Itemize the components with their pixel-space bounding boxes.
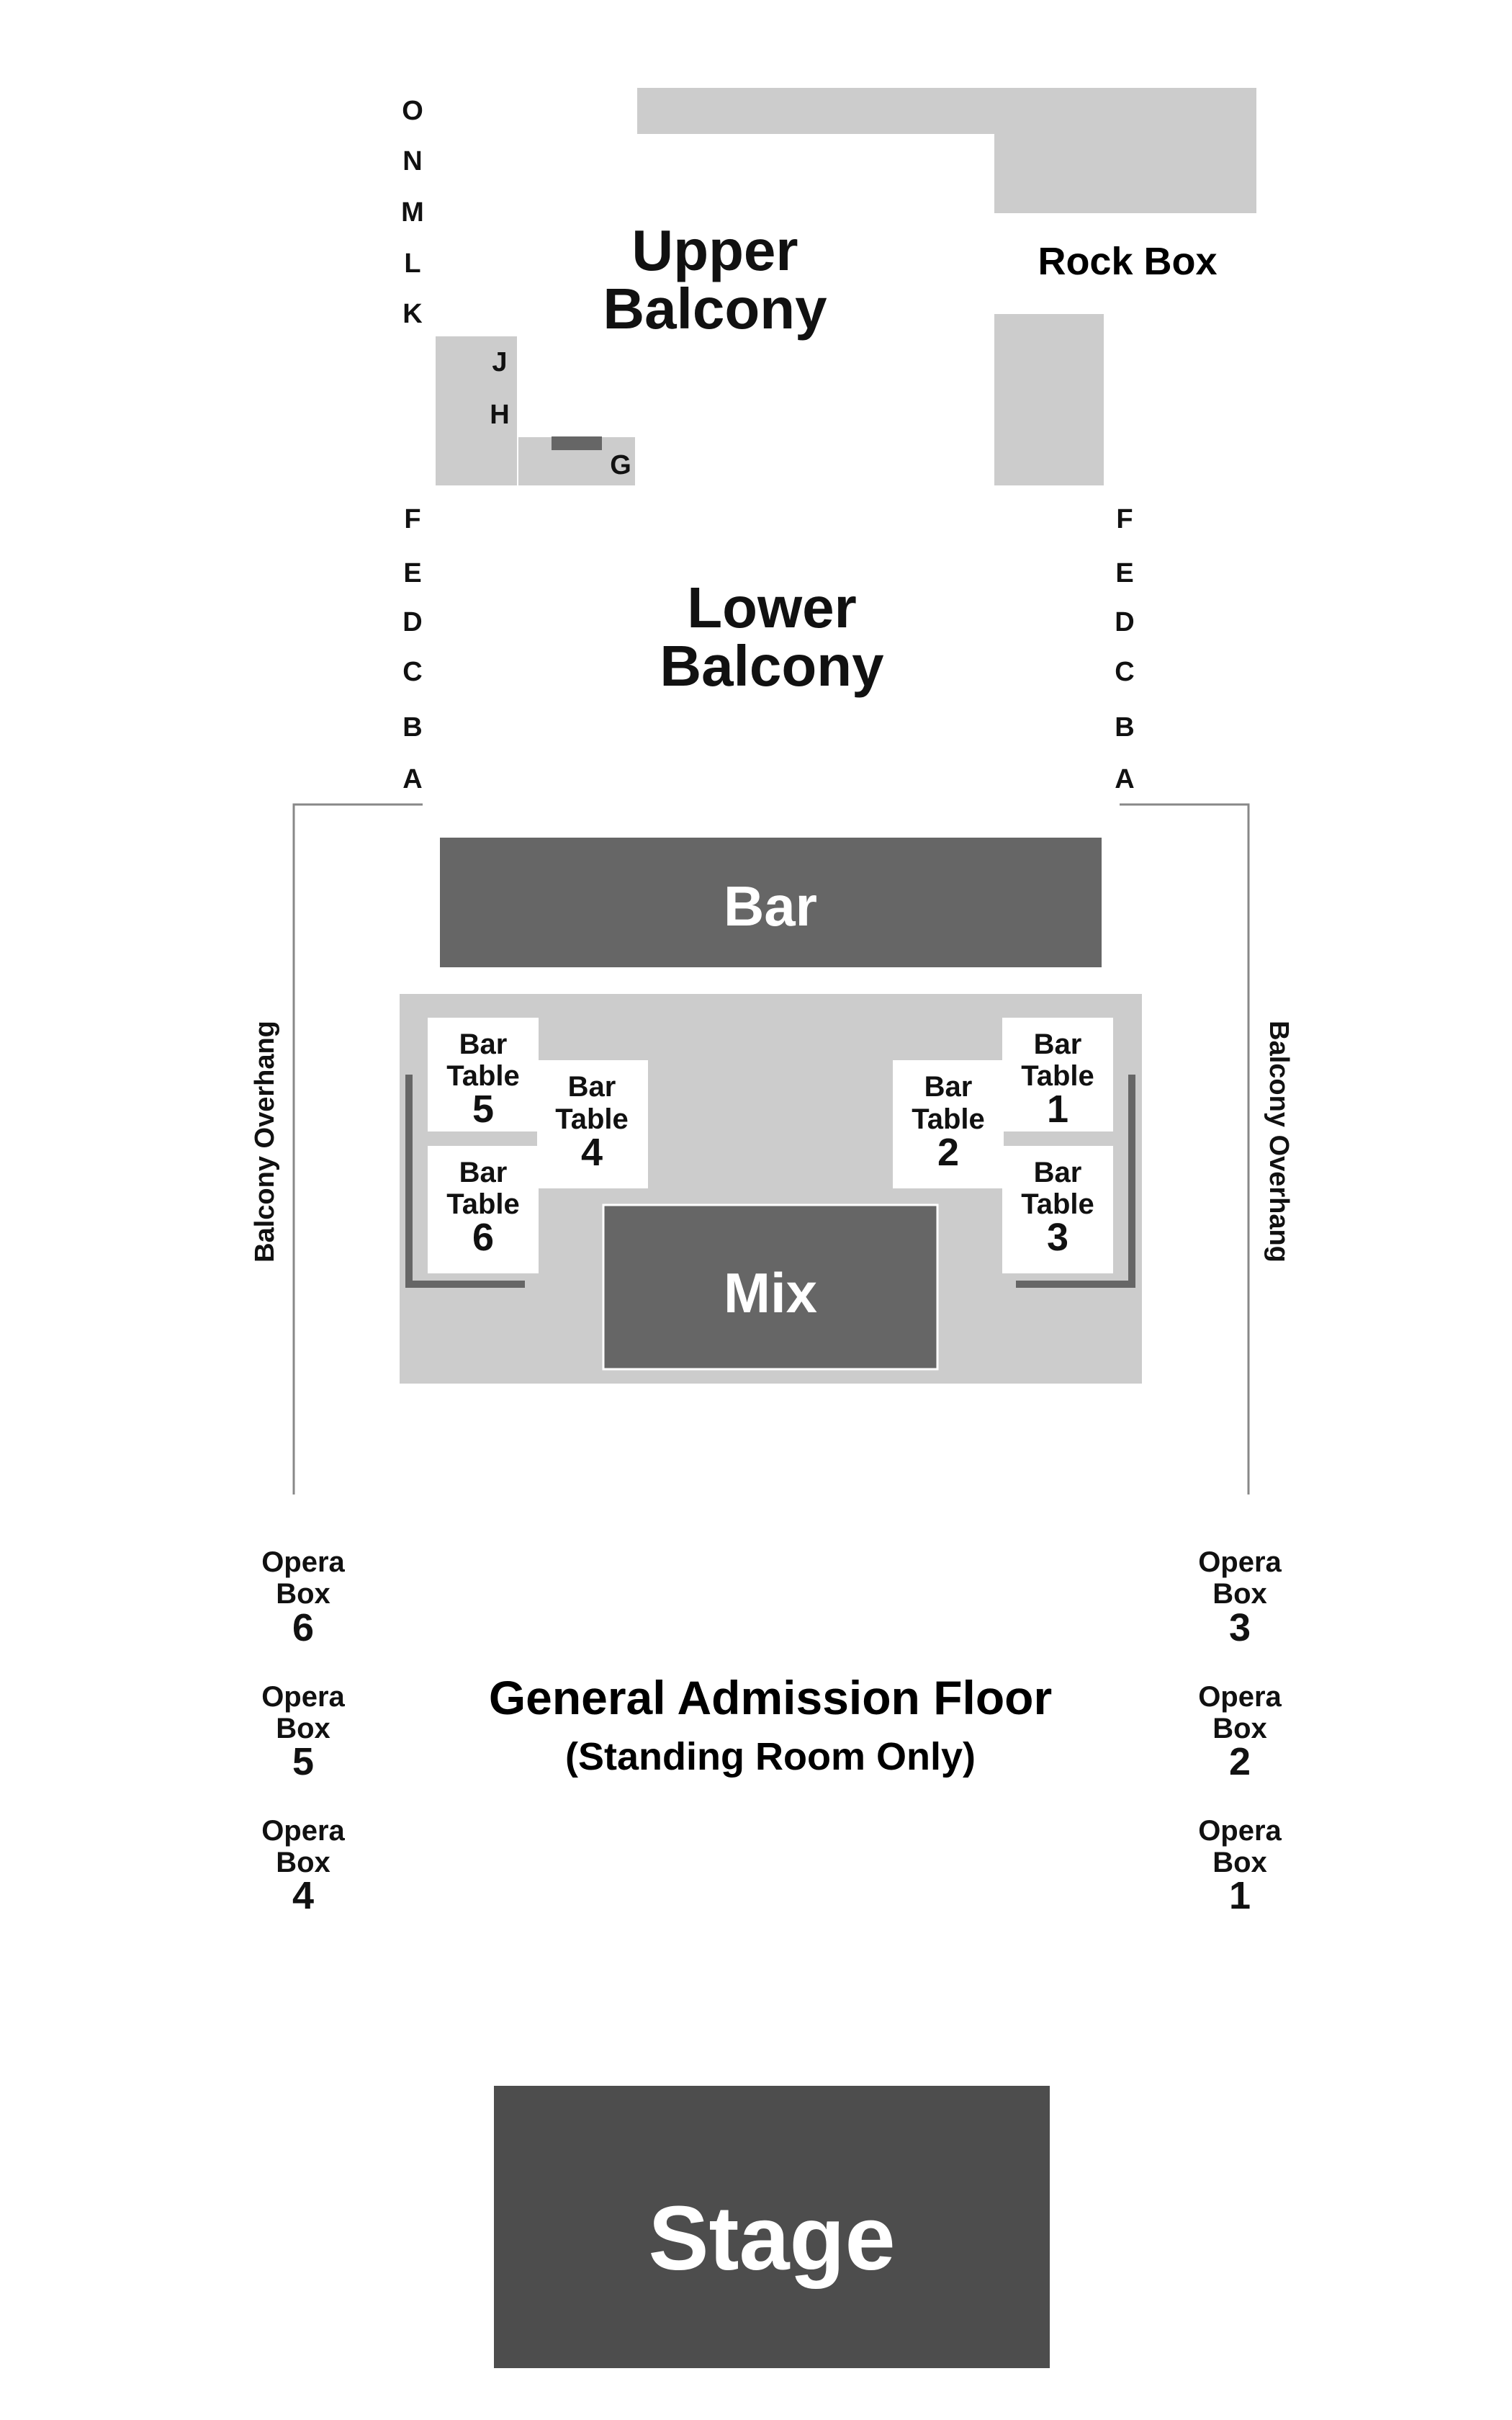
opera-box-4-line2: Box [276, 1847, 330, 1878]
row-label-n: N [402, 146, 422, 176]
row-label-o: O [402, 96, 423, 126]
row-label-c-left: C [402, 657, 422, 687]
bar-table-4[interactable] [537, 1060, 648, 1188]
opera-box-2-line2: Box [1212, 1713, 1267, 1744]
row-label-l: L [404, 248, 420, 279]
bar-table-5[interactable] [428, 1018, 539, 1131]
row-label-h: H [490, 400, 509, 430]
row-label-b-left: B [402, 712, 422, 743]
general-admission-sublabel: (Standing Room Only) [565, 1735, 976, 1778]
bar-table-3-number: 3 [1047, 1216, 1068, 1259]
stage-label: Stage [648, 2187, 895, 2289]
bar-table-2-line1: Bar [924, 1071, 973, 1103]
bar-table-6-line1: Bar [459, 1157, 508, 1188]
bar-section[interactable] [440, 838, 1102, 967]
opera-box-6-line2: Box [276, 1578, 330, 1610]
balcony-overhang-label-right: Balcony Overhang [1264, 1021, 1294, 1263]
balcony-overhang-line-right [1120, 803, 1250, 1494]
balcony-overhang-label-left: Balcony Overhang [250, 1021, 280, 1263]
row-label-c-right: C [1115, 657, 1134, 687]
opera-box-2-line1: Opera [1198, 1681, 1282, 1713]
opera-box-5-line2: Box [276, 1713, 330, 1744]
bar-table-1-number: 1 [1047, 1088, 1068, 1131]
bar-table-4-line1: Bar [568, 1071, 616, 1103]
section-g-marker [552, 436, 602, 450]
row-label-f-left: F [404, 504, 420, 534]
row-label-a-right: A [1115, 764, 1134, 794]
opera-box-6-line1: Opera [261, 1546, 345, 1578]
bar-table-3-line1: Bar [1034, 1157, 1082, 1188]
opera-box-5-number: 5 [292, 1740, 314, 1783]
opera-box-2-number: 2 [1229, 1740, 1251, 1783]
opera-box-4-number: 4 [292, 1874, 314, 1917]
opera-box-4-line1: Opera [261, 1815, 345, 1847]
bar-table-1-line1: Bar [1034, 1028, 1082, 1060]
stage-section[interactable] [494, 2086, 1050, 2368]
row-label-a-left: A [402, 764, 422, 794]
opera-box-3-line2: Box [1212, 1578, 1267, 1610]
opera-box-3-number: 3 [1229, 1606, 1251, 1649]
opera-box-1-line2: Box [1212, 1847, 1267, 1878]
mix-label: Mix [724, 1261, 817, 1325]
rock-box-label: Rock Box [1038, 240, 1217, 283]
lower-balcony-label-line2: Balcony [660, 634, 884, 698]
row-label-m: M [401, 197, 424, 228]
opera-box-1-line1: Opera [1198, 1815, 1282, 1847]
rail-left [405, 1075, 525, 1288]
bar-table-4-line2: Table [555, 1103, 629, 1135]
mix-section[interactable] [602, 1204, 939, 1371]
opera-box-3-line1: Opera [1198, 1546, 1282, 1578]
upper-balcony-label-line2: Balcony [603, 277, 827, 341]
bar-table-3[interactable] [1002, 1146, 1113, 1273]
row-label-j: J [492, 347, 507, 377]
opera-box-5-line1: Opera [261, 1681, 345, 1713]
opera-box-6-number: 6 [292, 1606, 314, 1649]
rock-box-lower[interactable] [994, 314, 1104, 485]
bar-table-3-line2: Table [1021, 1188, 1094, 1220]
lower-balcony-label-line1: Lower [687, 575, 857, 640]
balcony-overhang-line-left [292, 803, 423, 1494]
bar-table-2[interactable] [893, 1060, 1004, 1188]
bar-table-1-line2: Table [1021, 1060, 1094, 1092]
bar-table-5-number: 5 [472, 1088, 494, 1131]
bar-table-6-line2: Table [446, 1188, 520, 1220]
row-label-d-right: D [1115, 607, 1134, 637]
opera-box-1-number: 1 [1229, 1874, 1251, 1917]
row-label-k: K [402, 299, 423, 329]
bar-table-5-line2: Table [446, 1060, 520, 1092]
section-jh[interactable] [436, 336, 517, 485]
row-label-f-right: F [1116, 504, 1133, 534]
general-admission-label: General Admission Floor [489, 1671, 1052, 1724]
row-label-e-left: E [403, 558, 421, 588]
row-label-g: G [610, 450, 631, 480]
bar-table-6-number: 6 [472, 1216, 494, 1259]
rock-box-top[interactable] [994, 88, 1256, 213]
rail-right [1016, 1075, 1135, 1288]
bar-label: Bar [724, 874, 817, 938]
row-label-e-right: E [1115, 558, 1133, 588]
bar-table-5-line1: Bar [459, 1028, 508, 1060]
bar-table-2-number: 2 [937, 1131, 959, 1174]
bar-table-1[interactable] [1002, 1018, 1113, 1131]
bar-table-2-line2: Table [912, 1103, 985, 1135]
bar-table-4-number: 4 [581, 1131, 603, 1174]
upper-balcony-label-line1: Upper [631, 218, 798, 282]
row-label-b-right: B [1115, 712, 1134, 743]
row-label-d-left: D [402, 607, 422, 637]
bar-table-6[interactable] [428, 1146, 539, 1273]
